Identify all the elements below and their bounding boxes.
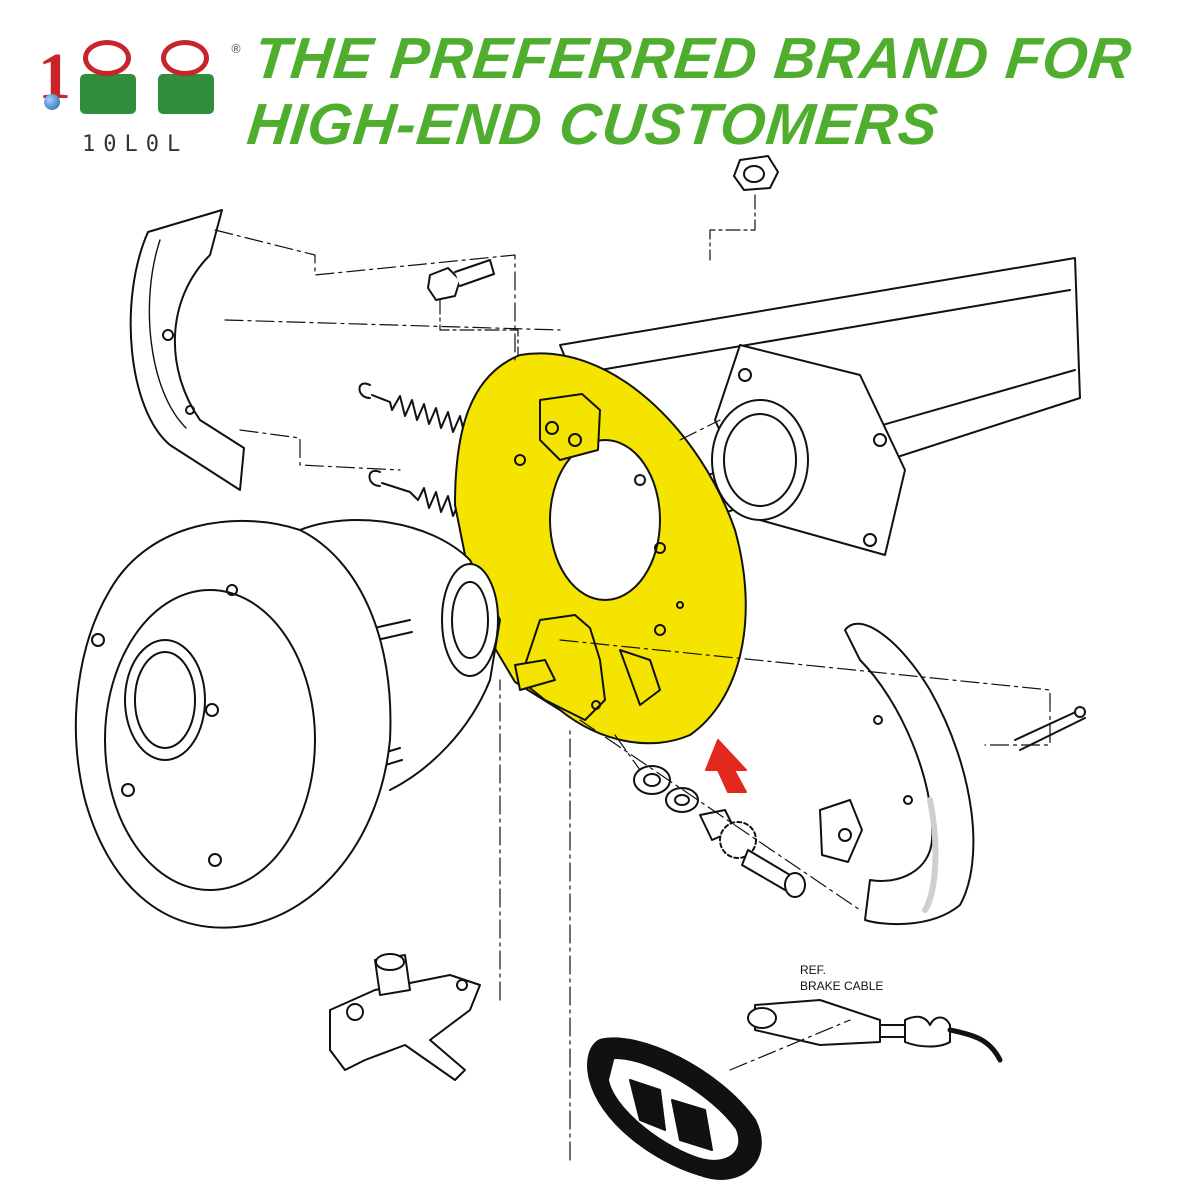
brand-name: 10L0L: [82, 132, 189, 157]
leader-line: [709, 194, 756, 261]
brake-drum: [74, 519, 392, 929]
brand-logo: 1 ® 10L0L: [30, 30, 245, 160]
axle-flange: [711, 344, 906, 556]
hex-nut: [733, 155, 779, 191]
registered-mark: ®: [230, 42, 242, 56]
mounting-bolt: [427, 259, 495, 301]
dust-boot: [587, 1037, 762, 1180]
adjuster-assembly: [633, 765, 806, 898]
ref-label: REF.: [800, 963, 827, 977]
brake-cable-reference-label: REF. BRAKE CABLE: [800, 962, 883, 994]
shoe-retainer-clip: [819, 799, 863, 863]
logo-ring-first: [83, 40, 131, 76]
brake-shoe-right: [844, 622, 975, 926]
logo-ring-second: [161, 40, 209, 76]
highlight-pointer-arrow: [705, 739, 747, 793]
logo-block-first: [80, 74, 136, 114]
logo-block-second: [158, 74, 214, 114]
parking-brake-lever: [329, 953, 481, 1081]
brake-shoe-left: [129, 209, 245, 491]
brake-backing-plate: [454, 352, 747, 745]
globe-icon: [44, 94, 60, 110]
brake-cable: [747, 999, 1003, 1063]
brake-cable-label: BRAKE CABLE: [800, 979, 884, 993]
exploded-view-leader-lines: [214, 229, 1051, 1161]
